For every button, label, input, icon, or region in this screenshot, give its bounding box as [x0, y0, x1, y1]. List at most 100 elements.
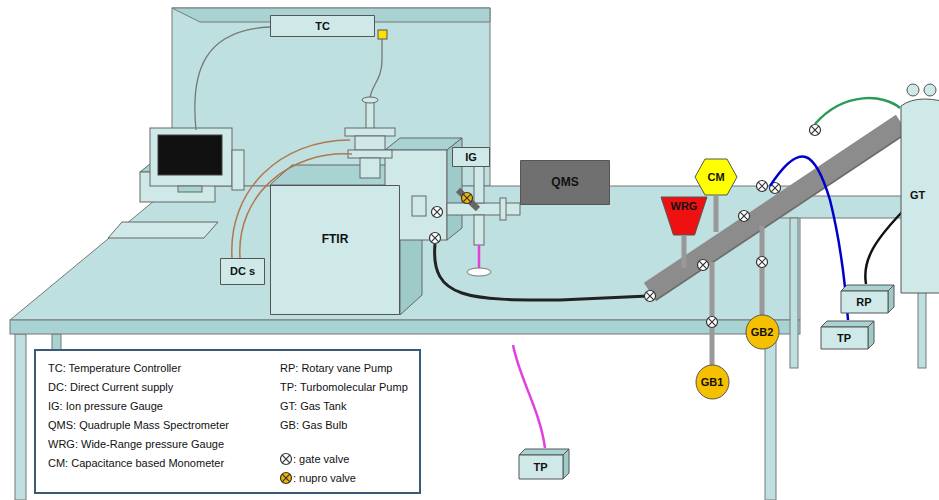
spectrometer-box: QMS — [520, 160, 610, 205]
transfer-hose-part — [435, 244, 648, 300]
ftir-body — [270, 165, 422, 315]
sample-cell-part — [348, 150, 392, 158]
sample-cell — [345, 97, 395, 178]
gas-manifold-part — [710, 262, 715, 368]
legend-entry: : nupro valve — [293, 472, 356, 484]
node-label: WRG — [671, 200, 698, 212]
cross-piping-part — [447, 203, 520, 215]
gas-manifold — [645, 124, 909, 368]
legend-entry: WRG: Wide-Range pressure Gauge — [48, 438, 224, 450]
sample-cell-part — [362, 97, 378, 103]
node-outline-part — [821, 321, 874, 327]
gas-tank-cylinder: GT — [900, 96, 939, 294]
node-outline-part — [901, 99, 939, 293]
tc-cables-part — [378, 30, 387, 39]
pump-box: TP — [820, 320, 875, 350]
gas-manifold-part — [760, 226, 765, 318]
computer-part — [108, 222, 218, 238]
node-outline-part — [746, 315, 779, 349]
node-label: GT — [910, 189, 925, 201]
gauge-box: IG — [452, 147, 490, 167]
gas-bulb: GB2 — [745, 314, 780, 350]
cross-piping — [430, 166, 521, 245]
turbo-pump-line-part — [467, 268, 491, 276]
cross-piping-part — [432, 207, 443, 218]
node-outline-part — [821, 327, 868, 349]
legend-entry: : gate valve — [293, 453, 349, 465]
gas-manifold-part — [682, 236, 687, 268]
node-outline-part — [519, 455, 563, 479]
gauge-trapezoid: WRG — [660, 196, 708, 236]
sample-cell-part — [360, 158, 380, 178]
node-outline-part — [519, 449, 569, 455]
node-outline-part — [661, 197, 707, 235]
legend-entry: TC: Temperature Controller — [48, 362, 181, 374]
node-outline-part — [271, 186, 400, 315]
main-table-part — [765, 334, 776, 500]
node-label: FTIR — [322, 233, 349, 246]
tc-cables-part — [370, 39, 382, 98]
gas-manifold-part — [757, 257, 768, 268]
gas-manifold-part — [650, 124, 902, 292]
gas-tank-regulator — [907, 84, 936, 96]
sample-cell-part — [345, 128, 395, 136]
turbo-pump-line-part — [478, 245, 481, 268]
node-outline-part — [696, 365, 729, 399]
pump-box: RP — [840, 284, 895, 314]
node-label: TP — [533, 461, 547, 473]
node-label: IG — [465, 151, 477, 163]
gas-tank-regulator-part — [924, 84, 936, 96]
legend-entry: GT: Gas Tank — [280, 400, 346, 412]
node-outline-part — [841, 291, 888, 313]
main-table-part — [15, 334, 26, 500]
node-label: GB2 — [751, 326, 774, 338]
pump-and-gas-lines-part — [770, 156, 848, 320]
computer — [108, 128, 244, 238]
node-label: CM — [707, 171, 724, 183]
controller-box: TC — [270, 15, 375, 37]
gas-manifold-part — [739, 211, 750, 222]
pump-and-gas-lines-part — [815, 98, 900, 124]
node-outline — [270, 185, 400, 315]
manometer-hexagon: CM — [694, 158, 738, 196]
power-supply-box: DC s — [220, 258, 265, 285]
legend-entry: CM: Capacitance based Monometer — [48, 457, 224, 469]
node-label: TP — [837, 332, 851, 344]
cross-piping-part — [474, 215, 484, 245]
node-label: RP — [856, 296, 871, 308]
node-label: DC s — [230, 265, 255, 277]
node-outline-part — [868, 321, 874, 349]
cross-piping-part — [462, 193, 473, 204]
transfer-hose — [435, 244, 648, 300]
legend-box-part — [281, 454, 292, 465]
computer-part — [150, 128, 232, 186]
node-outline-part — [695, 159, 737, 195]
ftir-box: FTIR — [270, 185, 400, 315]
node-outline-part — [221, 259, 265, 285]
node-outline-part — [453, 148, 490, 167]
node-label: GB1 — [701, 376, 724, 388]
gas-manifold-part — [810, 125, 821, 136]
node-outline-part — [521, 161, 610, 205]
gas-manifold-part — [707, 317, 718, 328]
computer-part — [158, 135, 222, 175]
turbo-pump-line — [467, 245, 545, 448]
legend-box-part — [35, 350, 420, 493]
cross-piping-part — [458, 190, 478, 209]
cross-piping-part — [474, 166, 484, 203]
legend-box — [35, 350, 420, 493]
cross-piping-part — [430, 233, 441, 244]
legend-entry: GB: Gas Bulb — [280, 419, 347, 431]
turbo-pump-line-part — [513, 345, 545, 448]
gas-tank-regulator-part — [907, 84, 919, 96]
node-outline-part — [841, 285, 894, 291]
gas-bulb: GB1 — [695, 364, 730, 400]
legend-entry: DC: Direct Current supply — [48, 381, 173, 393]
computer-part — [232, 150, 244, 190]
legend-box-part — [281, 473, 292, 484]
vacuum-chamber-part — [412, 196, 426, 216]
main-table-part — [10, 320, 800, 334]
node-outline-part — [563, 449, 569, 479]
